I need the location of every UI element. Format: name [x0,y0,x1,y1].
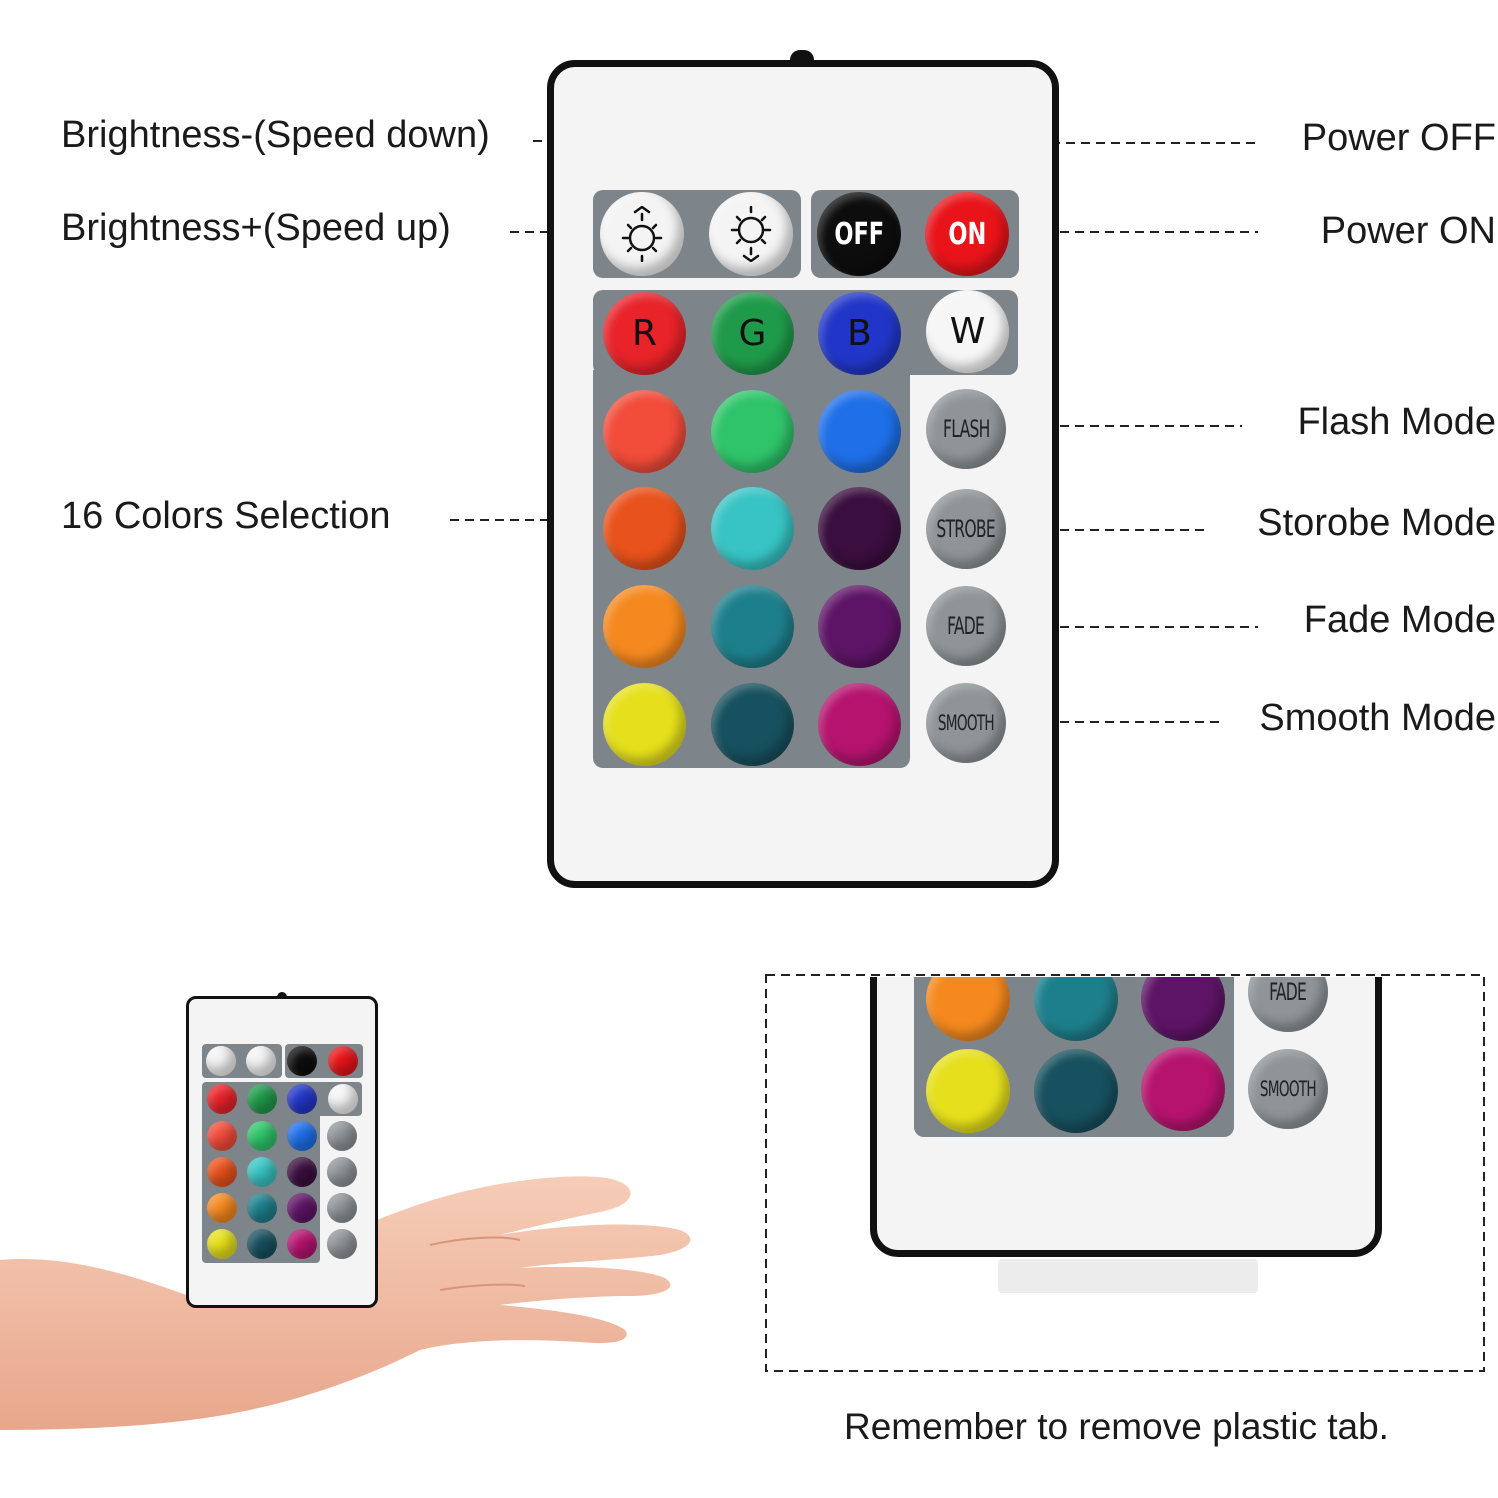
brightness-up-icon [730,206,772,262]
color-blue-button[interactable]: B [818,292,901,375]
color-button[interactable] [603,683,686,766]
mini-color-button [207,1084,237,1114]
label-colors-selection: 16 Colors Selection [61,495,391,537]
color-button[interactable] [603,390,686,473]
flash-text: FLASH [942,415,990,443]
zoomed-color-button [1034,1049,1118,1133]
color-button[interactable] [818,390,901,473]
mini-color-button [287,1157,317,1187]
power-off-button[interactable]: OFF [817,192,901,276]
flash-button[interactable]: FLASH [926,389,1006,469]
color-button[interactable] [818,585,901,668]
label-fade-mode: Fade Mode [1303,599,1496,641]
mini-color-button [287,1229,317,1259]
color-button[interactable] [711,585,794,668]
label-strobe-mode: Storobe Mode [1257,502,1496,544]
mini-mode-button [327,1193,357,1223]
mini-color-button [247,1193,277,1223]
mini-color-button [207,1157,237,1187]
smooth-button[interactable]: SMOOTH [926,683,1006,763]
label-brightness-down: Brightness-(Speed down) [61,114,490,156]
mini-color-button [287,1084,317,1114]
zoomed-color-button [926,1049,1010,1133]
mini-brightness-up-button [246,1046,276,1076]
brightness-down-icon [621,206,663,262]
battery-tab-box [765,974,1485,1372]
mini-brightness-down-button [206,1046,236,1076]
color-green-button[interactable]: G [711,292,794,375]
color-white-button[interactable]: W [926,290,1009,373]
mini-mode-button [327,1229,357,1259]
power-on-button[interactable]: ON [925,192,1009,276]
mini-color-button [207,1229,237,1259]
brightness-down-button[interactable] [600,192,684,276]
mini-color-button [328,1084,358,1114]
mini-off-button [287,1046,317,1076]
white-letter: W [949,311,986,352]
power-off-text: OFF [834,216,884,252]
color-button[interactable] [711,390,794,473]
mini-on-button [328,1046,358,1076]
power-on-text: ON [948,216,986,252]
blue-letter: B [847,313,872,354]
label-smooth-mode: Smooth Mode [1259,697,1496,739]
zoomed-remote-view: FADE SMOOTH [768,977,1482,1369]
mini-mode-button [327,1157,357,1187]
strobe-button[interactable]: STROBE [926,489,1006,569]
color-red-button[interactable]: R [603,292,686,375]
caption-remove-tab: Remember to remove plastic tab. [844,1406,1389,1447]
mini-color-button [247,1084,277,1114]
label-flash-mode: Flash Mode [1297,401,1496,443]
mini-color-button [207,1121,237,1151]
mini-color-button [247,1157,277,1187]
zoomed-smooth-button: SMOOTH [1248,1049,1328,1129]
mini-mode-button [327,1121,357,1151]
brightness-up-button[interactable] [709,192,793,276]
color-button[interactable] [818,487,901,570]
color-button[interactable] [603,585,686,668]
label-power-off: Power OFF [1301,117,1496,159]
red-letter: R [631,313,657,354]
smooth-text: SMOOTH [937,711,995,735]
zoomed-fade-text: FADE [1269,978,1308,1006]
strobe-text: STROBE [936,515,996,543]
green-letter: G [738,313,767,354]
mini-color-button [207,1193,237,1223]
mini-color-button [287,1121,317,1151]
label-brightness-up: Brightness+(Speed up) [61,207,451,249]
label-power-on: Power ON [1320,210,1496,252]
color-button[interactable] [711,683,794,766]
color-button[interactable] [603,487,686,570]
color-button[interactable] [711,487,794,570]
plastic-tab[interactable] [998,1259,1258,1293]
fade-button[interactable]: FADE [926,586,1006,666]
color-button[interactable] [818,683,901,766]
mini-color-button [247,1229,277,1259]
mini-color-button [287,1193,317,1223]
fade-text: FADE [947,612,986,640]
zoomed-smooth-text: SMOOTH [1259,1077,1317,1101]
mini-color-button [247,1121,277,1151]
zoomed-color-button [1141,1047,1225,1131]
